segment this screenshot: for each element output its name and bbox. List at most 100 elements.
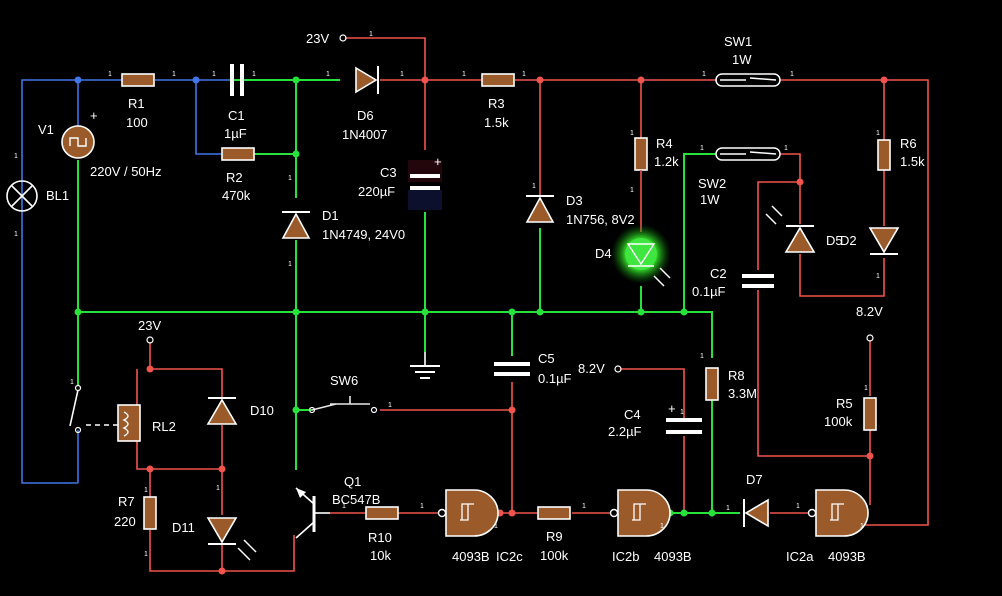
label-c2-name: C2 <box>710 266 727 281</box>
label-d3-value: 1N756, 8V2 <box>566 212 635 227</box>
svg-text:1: 1 <box>522 71 526 78</box>
led-d5[interactable] <box>765 205 816 253</box>
capacitor-c1[interactable] <box>230 64 244 96</box>
label-v1-name: V1 <box>38 122 54 137</box>
label-d3-name: D3 <box>566 193 583 208</box>
resistor-r9[interactable] <box>537 506 571 520</box>
label-ic2a-value: 4093B <box>828 549 866 564</box>
svg-text:1: 1 <box>876 273 880 280</box>
label-r6-value: 1.5k <box>900 154 925 169</box>
label-sw6-name: SW6 <box>330 373 358 388</box>
label-d11-name: D11 <box>172 520 195 535</box>
label-sw1-value: 1W <box>732 52 752 67</box>
label-c4-value: 2.2µF <box>608 424 642 439</box>
label-8v2-mid: 8.2V <box>578 361 605 376</box>
label-8v2-right: 8.2V <box>856 304 883 319</box>
svg-text:1: 1 <box>420 503 424 510</box>
ac-source-v1[interactable]: + <box>61 108 98 159</box>
wires-green <box>77 79 740 514</box>
resistor-r2[interactable] <box>221 147 255 161</box>
label-r7-value: 220 <box>114 514 136 529</box>
gate-ic2b[interactable] <box>609 489 671 537</box>
label-c2-value: 0.1µF <box>692 284 726 299</box>
resistor-r8[interactable] <box>705 367 719 401</box>
resistor-r3[interactable] <box>481 73 515 87</box>
svg-text:+: + <box>668 401 676 416</box>
label-d1-name: D1 <box>322 208 339 223</box>
svg-text:1: 1 <box>252 71 256 78</box>
diode-d7[interactable] <box>743 498 769 528</box>
svg-text:1: 1 <box>700 145 704 152</box>
resistor-r10[interactable] <box>365 506 399 520</box>
gate-ic2c[interactable] <box>437 489 499 537</box>
label-r10-value: 10k <box>370 548 391 563</box>
led-d11[interactable] <box>206 517 257 561</box>
resistor-r6[interactable] <box>877 139 891 171</box>
resistor-r5[interactable] <box>863 397 877 431</box>
label-c5-name: C5 <box>538 351 555 366</box>
diode-d6[interactable] <box>355 66 379 94</box>
label-ic2b-value: 4093B <box>654 549 692 564</box>
label-d5-name: D5 <box>826 233 843 248</box>
gate-ic2a[interactable] <box>807 489 869 537</box>
label-ic2b-name: IC2b <box>612 549 639 564</box>
svg-text:1: 1 <box>326 71 330 78</box>
wires-red <box>136 37 929 572</box>
zener-d3[interactable] <box>525 195 555 223</box>
capacitor-c4[interactable]: + <box>666 401 702 434</box>
label-c1-value: 1µF <box>224 126 247 141</box>
label-r1-value: 100 <box>126 115 148 130</box>
pushbutton-sw6[interactable] <box>308 396 378 414</box>
svg-text:1: 1 <box>784 145 788 152</box>
transistor-q1[interactable] <box>295 487 330 539</box>
label-r7-name: R7 <box>118 494 135 509</box>
label-d2-name: D2 <box>840 233 857 248</box>
label-r2-value: 470k <box>222 188 251 203</box>
label-c3-name: C3 <box>380 165 397 180</box>
svg-text:1: 1 <box>144 551 148 558</box>
resistor-r4[interactable] <box>634 137 648 232</box>
svg-text:1: 1 <box>876 130 880 137</box>
svg-text:1: 1 <box>342 503 346 510</box>
diode-d2[interactable] <box>868 227 900 255</box>
svg-text:1: 1 <box>172 71 176 78</box>
zener-d1[interactable] <box>281 211 311 239</box>
resistor-r7[interactable] <box>143 496 157 530</box>
svg-text:1: 1 <box>288 175 292 182</box>
svg-text:1: 1 <box>70 379 74 386</box>
label-c3-value: 220µF <box>358 184 395 199</box>
svg-text:1: 1 <box>14 153 18 160</box>
switch-sw2[interactable] <box>715 147 781 161</box>
relay-rl2[interactable] <box>69 384 141 442</box>
svg-text:1: 1 <box>702 71 706 78</box>
label-r5-value: 100k <box>824 414 853 429</box>
wires-blue <box>21 79 232 484</box>
capacitor-c5[interactable] <box>494 362 530 376</box>
label-r6-name: R6 <box>900 136 917 151</box>
capacitor-c2[interactable] <box>742 274 774 288</box>
label-r10-name: R10 <box>368 530 392 545</box>
diode-d10[interactable] <box>206 397 238 425</box>
svg-text:+: + <box>434 154 442 169</box>
label-r8-value: 3.3M <box>728 386 757 401</box>
label-rl2-name: RL2 <box>152 419 176 434</box>
label-r9-value: 100k <box>540 548 569 563</box>
svg-text:1: 1 <box>108 71 112 78</box>
svg-text:1: 1 <box>212 71 216 78</box>
svg-text:1: 1 <box>532 183 536 190</box>
switch-sw1[interactable] <box>715 73 781 87</box>
resistor-r1[interactable] <box>121 73 155 87</box>
led-d4[interactable] <box>611 224 671 287</box>
junctions <box>74 76 888 575</box>
lamp-bl1[interactable] <box>6 180 38 212</box>
svg-text:1: 1 <box>369 31 373 38</box>
svg-text:1: 1 <box>14 231 18 238</box>
label-d4-name: D4 <box>595 246 612 261</box>
svg-text:+: + <box>90 108 98 123</box>
label-r9-name: R9 <box>546 529 563 544</box>
label-sw2-value: 1W <box>700 192 720 207</box>
label-r1-name: R1 <box>128 96 145 111</box>
svg-text:1: 1 <box>864 385 868 392</box>
label-ic2c-name: IC2c <box>496 549 523 564</box>
capacitor-c3[interactable]: + <box>408 154 442 210</box>
